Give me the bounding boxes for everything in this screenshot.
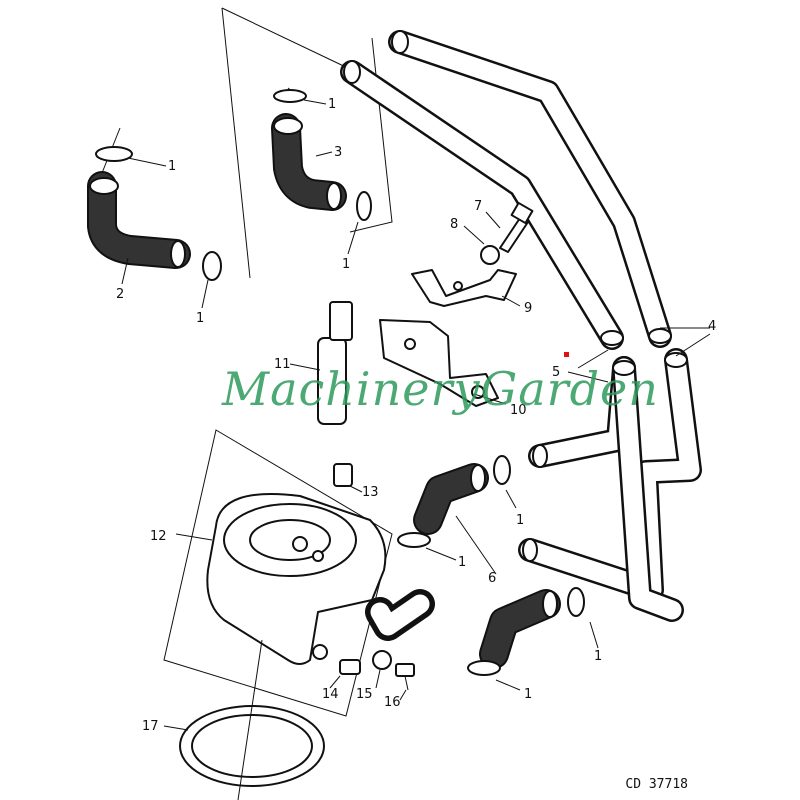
callout-4: 4 xyxy=(708,319,716,334)
callout-1: 1 xyxy=(594,649,602,664)
callout-6: 6 xyxy=(488,571,496,586)
callout-1: 1 xyxy=(328,97,336,112)
callout-5: 5 xyxy=(552,365,560,380)
callout-1: 1 xyxy=(168,159,176,174)
hose-6-lower xyxy=(479,589,561,669)
callout-1: 1 xyxy=(458,555,466,570)
callout-13: 13 xyxy=(362,485,379,500)
callout-10: 10 xyxy=(510,403,527,418)
callout-7: 7 xyxy=(474,199,482,214)
callout-15: 15 xyxy=(356,687,373,702)
callout-3: 3 xyxy=(334,145,342,160)
hose-2 xyxy=(87,171,191,269)
hose-6-upper xyxy=(413,463,489,535)
callout-9: 9 xyxy=(524,301,532,316)
bracket-10 xyxy=(379,319,499,407)
callout-12: 12 xyxy=(150,529,167,544)
callout-1: 1 xyxy=(342,257,350,272)
drawing-reference: CD 37718 xyxy=(625,777,688,792)
callout-2: 2 xyxy=(116,287,124,302)
bolt-and-washer xyxy=(480,201,534,265)
stud-11 xyxy=(317,301,353,425)
callout-labels: 1 1 3 1 1 2 7 8 9 10 11 12 13 5 4 6 1 1 … xyxy=(116,97,716,734)
callout-11: 11 xyxy=(274,357,291,372)
callout-1: 1 xyxy=(516,513,524,528)
coolant-pipes xyxy=(340,30,702,622)
callout-1: 1 xyxy=(196,311,204,326)
bracket-9 xyxy=(411,269,517,307)
callout-8: 8 xyxy=(450,217,458,232)
hose-clamps xyxy=(95,89,585,676)
seal-ring xyxy=(179,639,325,800)
watermark-text: MachineryGarden xyxy=(222,362,659,416)
oil-cooler xyxy=(163,429,435,717)
callout-14: 14 xyxy=(322,687,339,702)
red-marker xyxy=(564,352,569,357)
leader-lines xyxy=(121,99,711,731)
callout-1: 1 xyxy=(524,687,532,702)
hose-3 xyxy=(271,113,347,211)
callout-16: 16 xyxy=(384,695,401,710)
fittings xyxy=(339,650,415,691)
callout-17: 17 xyxy=(142,719,159,734)
